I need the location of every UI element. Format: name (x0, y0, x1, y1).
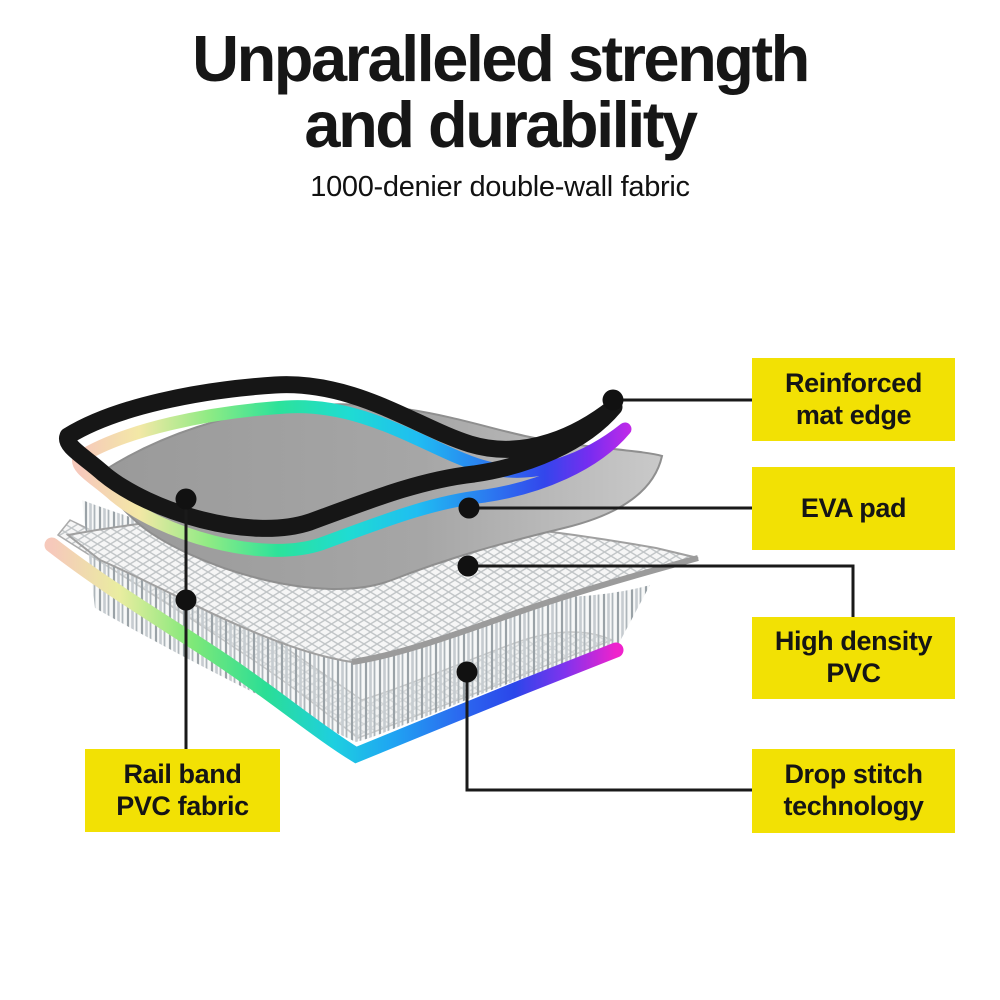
connector-eva-pad (458, 497, 753, 519)
label-rail-band-pvc-fabric: Rail band PVC fabric (85, 749, 280, 832)
label-eva-pad: EVA pad (752, 467, 955, 550)
label-drop-line-1: Drop stitch (784, 759, 923, 790)
connector-high-density-pvc (457, 555, 855, 618)
label-high-density-pvc: High density PVC (752, 617, 955, 699)
label-eva-line-1: EVA pad (800, 492, 907, 523)
connector-drop-stitch (456, 661, 753, 792)
heading-block: Unparalleled strength and durability 100… (0, 22, 1000, 204)
reinforced-mat-edge-layer (59, 376, 623, 537)
label-rail-line-2: PVC fabric (116, 790, 249, 821)
label-reinforced-line-1: Reinforced (784, 367, 923, 398)
label-rail-line-1: Rail band (123, 758, 242, 789)
page-subtitle: 1000-denier double-wall fabric (310, 170, 690, 203)
high-density-pvc-mesh-front-rim (351, 555, 699, 665)
rail-band-pvc-fabric-layer (44, 537, 624, 764)
label-reinforced-mat-edge: Reinforced mat edge (752, 358, 955, 441)
label-reinforced-line-2: mat edge (795, 399, 912, 430)
label-high-line-2: PVC (826, 658, 881, 688)
label-high-line-1: High density (774, 626, 933, 657)
page-title-line-1: Unparalleled strength (192, 22, 810, 95)
connector-rail-band (175, 488, 197, 750)
label-drop-line-2: technology (783, 791, 924, 821)
connector-reinforced-mat-edge (602, 389, 753, 411)
page-title-line-2: and durability (304, 88, 698, 162)
label-drop-stitch-technology: Drop stitch technology (752, 749, 955, 833)
rainbow-edge-ring-layer (72, 400, 632, 557)
